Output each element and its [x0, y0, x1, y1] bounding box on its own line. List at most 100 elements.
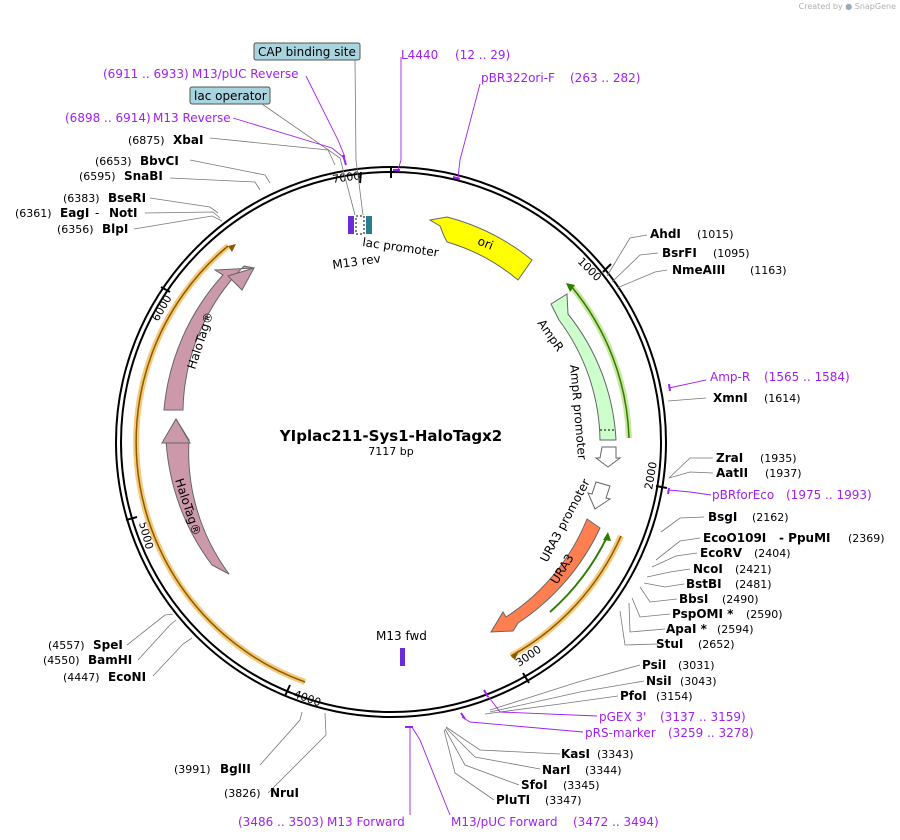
lac-operator-label: lac operator	[194, 89, 267, 103]
orf-ura3-arrowhead	[511, 650, 519, 660]
primer-l4440-name: L4440	[401, 48, 438, 62]
enzyme-eagi-sep: -	[95, 206, 99, 220]
enzyme-psii: PsiI	[642, 658, 666, 672]
plasmid-length: 7117 bp	[368, 445, 413, 458]
leader-lines	[126, 59, 714, 801]
primer-ampr-pos: (1565 .. 1584)	[764, 370, 850, 384]
ampr-arrow	[550, 293, 617, 441]
ura3-promoter-arrow	[587, 481, 612, 510]
tick-4000	[284, 684, 291, 697]
enzyme-bstbi-pos: (2481)	[735, 578, 772, 591]
enzyme-snabi: SnaBI	[124, 169, 163, 183]
lac-promoter-mark	[366, 216, 372, 234]
enzyme-zrai-pos: (1935)	[760, 452, 797, 465]
ampr-promoter-label: AmpR promoter	[567, 364, 589, 460]
cap-site-label: CAP binding site	[258, 45, 356, 59]
enzyme-blpi: BlpI	[102, 222, 128, 236]
enzyme-pspomi-pos: (2590)	[746, 608, 783, 621]
lac-operator-box	[189, 86, 271, 105]
enzyme-pluti: PluTI	[496, 793, 530, 807]
primer-marks	[342, 154, 671, 728]
tick-label-7000: 7000	[332, 169, 362, 186]
enzyme-bstbi: BstBI	[686, 577, 722, 591]
halotag-1-arrowhead	[227, 267, 256, 291]
enzyme-spei-pos: (4557)	[48, 639, 85, 652]
enzyme-labels-bottom-right: PsiI (3031) NsiI (3043) PfoI (3154) KasI…	[496, 658, 717, 807]
orf-arcs	[133, 243, 632, 685]
tick-label-2000: 2000	[642, 461, 660, 491]
enzyme-ahdi: AhdI	[650, 227, 681, 241]
m13-fwd-label: M13 fwd	[376, 629, 427, 643]
primer-prsmarker-pos: (3259 .. 3278)	[668, 726, 754, 740]
orf-ura3-line	[510, 535, 622, 657]
enzyme-bsgi: BsgI	[708, 510, 737, 524]
snapgene-logo-icon: ●	[845, 2, 853, 11]
m13-rev-mark	[348, 216, 354, 234]
enzyme-bsgi-pos: (2162)	[752, 511, 789, 524]
primer-m13puc-rev-pos: (6911 .. 6933)	[103, 67, 189, 81]
enzyme-nsii: NsiI	[646, 674, 672, 688]
enzyme-xbai: XbaI	[173, 133, 203, 147]
primer-m13-fwd-name: M13 Forward	[327, 815, 405, 829]
enzyme-snabi-pos: (6595)	[79, 170, 116, 183]
snapgene-credit: Created by ● SnapGene	[799, 2, 896, 11]
enzyme-nmeaiii-pos: (1163)	[750, 264, 787, 277]
orf-halotag-arrowhead	[228, 244, 236, 252]
primer-m13puc-rev-name: M13/pUC Reverse	[192, 67, 299, 81]
ticks	[125, 166, 668, 697]
enzyme-stui: StuI	[656, 637, 683, 651]
enzyme-xmni: XmnI	[713, 391, 748, 405]
primer-pbrforeco-name: pBRforEco	[712, 488, 774, 502]
enzyme-apai-pos: (2594)	[717, 623, 754, 636]
halotag-2-arrowhead	[161, 418, 191, 444]
ori-arrow	[428, 216, 533, 281]
enzyme-ahdi-pos: (1015)	[697, 228, 734, 241]
enzyme-bbsi: BbsI	[679, 592, 708, 606]
enzyme-labels-bottom-left: NruI (3826) BglII (3991) EcoNI (4447) Ba…	[43, 638, 299, 800]
enzyme-psii-pos: (3031)	[678, 659, 715, 672]
enzyme-ecorv-pos: (2404)	[754, 547, 791, 560]
enzyme-eagi: EagI	[60, 206, 89, 220]
enzyme-pfoi: PfoI	[620, 689, 647, 703]
enzyme-econi: EcoNI	[108, 670, 146, 684]
enzyme-zrai: ZraI	[716, 451, 743, 465]
credit-prefix: Created by	[798, 2, 843, 11]
primer-pgex3-name: pGEX 3'	[599, 710, 646, 724]
enzyme-nari-pos: (3344)	[585, 764, 622, 777]
enzyme-kasi: KasI	[561, 747, 590, 761]
enzyme-bbvci-pos: (6653)	[95, 155, 132, 168]
primer-m13puc-fwd-pos: (3472 .. 3494)	[573, 815, 659, 829]
orf-ura3-green	[549, 536, 608, 613]
enzyme-pluti-pos: (3347)	[545, 794, 582, 807]
orf-ampr-line	[570, 285, 630, 439]
primer-m13-fwd-pos: (3486 .. 3503)	[238, 815, 324, 829]
enzyme-ecorv: EcoRV	[700, 546, 743, 560]
primer-pgex3-pos: (3137 .. 3159)	[660, 710, 746, 724]
enzyme-spei: SpeI	[93, 638, 123, 652]
enzyme-bglii-pos: (3991)	[174, 763, 211, 776]
enzyme-ncoi: NcoI	[693, 562, 723, 576]
enzyme-aatii-pos: (1937)	[765, 467, 802, 480]
enzyme-nmeaiii: NmeAIII	[672, 263, 725, 277]
enzyme-nrui: NruI	[270, 786, 299, 800]
enzyme-sfoi-pos: (3345)	[563, 779, 600, 792]
credit-brand: SnapGene	[854, 2, 896, 11]
primer-labels: L4440 (12 .. 29) pBR322ori-F (263 .. 282…	[65, 48, 872, 829]
tick-3000	[522, 672, 530, 684]
enzyme-noti: NotI	[109, 206, 138, 220]
enzyme-pfoi-pos: (3154)	[656, 690, 693, 703]
primer-pbr322ori-pos: (263 .. 282)	[570, 71, 640, 85]
m13-fwd-mark	[400, 648, 405, 666]
tick-label-4000: 4000	[292, 688, 323, 710]
enzyme-eagi-pos: (6361)	[15, 207, 52, 220]
enzyme-nsii-pos: (3043)	[680, 675, 717, 688]
enzyme-pspomi: PspOMI *	[672, 607, 734, 621]
primer-m13puc-fwd-name: M13/pUC Forward	[451, 815, 558, 829]
enzyme-xbai-pos: (6875)	[128, 134, 165, 147]
plasmid-name: YIplac211-Sys1-HaloTagx2	[279, 427, 502, 445]
enzyme-apai: ApaI *	[666, 622, 708, 636]
enzyme-blpi-pos: (6356)	[57, 223, 94, 236]
primer-m13-rev-pos: (6898 .. 6914)	[65, 111, 151, 125]
ampr-promoter-arrow	[594, 446, 622, 468]
